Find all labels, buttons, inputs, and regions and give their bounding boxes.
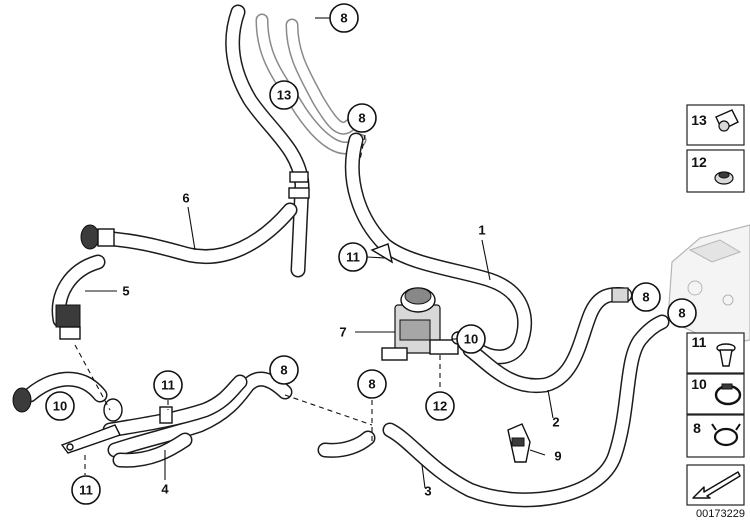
- callout-11-left[interactable]: 11: [338, 242, 368, 272]
- leader-lines: [74, 17, 661, 489]
- ghost-hoses: [255, 13, 367, 155]
- expanding-rivet-icon: [716, 343, 736, 367]
- hose-10-left: [12, 371, 108, 413]
- legend-10[interactable]: 10: [686, 373, 745, 415]
- callout-11-left-label: 11: [346, 250, 360, 265]
- short-hose-lower: [317, 430, 376, 458]
- clip-9: [507, 423, 531, 463]
- legend-11-number: 11: [692, 334, 707, 350]
- legend-8[interactable]: 8: [686, 414, 745, 458]
- legend-13-number: 13: [691, 112, 707, 128]
- hose-clamp-icon: [714, 383, 742, 406]
- part-label-7: 7: [339, 325, 346, 340]
- legend-8-number: 8: [693, 420, 701, 436]
- callout-10-valve[interactable]: 10: [456, 324, 486, 354]
- reference-number: 00173229: [696, 508, 745, 520]
- callout-13-label: 13: [277, 88, 291, 103]
- callout-8-right-b[interactable]: 8: [667, 298, 697, 328]
- callout-11-bottom[interactable]: 11: [71, 475, 101, 505]
- legend-arrow-box: [686, 464, 745, 506]
- arrow-icon: [692, 471, 741, 499]
- callout-10-valve-label: 10: [464, 332, 478, 347]
- callout-10-left[interactable]: 10: [45, 391, 75, 421]
- callout-8-lower-b-label: 8: [368, 377, 375, 392]
- callout-8-mid-label: 8: [358, 111, 365, 126]
- legend-12-number: 12: [691, 154, 707, 170]
- hose-5: [51, 254, 106, 340]
- callout-12-label: 12: [433, 399, 447, 414]
- callout-8-lower-a-label: 8: [280, 363, 287, 378]
- callout-11-low-label: 11: [161, 378, 175, 393]
- hose-4: [60, 371, 293, 468]
- callout-8-lower-b[interactable]: 8: [357, 369, 387, 399]
- hose-6: [80, 202, 298, 264]
- clip-icon: [715, 109, 739, 132]
- callout-11-low[interactable]: 11: [153, 370, 183, 400]
- hose-3: [382, 314, 670, 508]
- spring-clamp-icon: [711, 423, 741, 447]
- callout-8-right-a-label: 8: [642, 290, 649, 305]
- callout-8-top[interactable]: 8: [329, 3, 359, 33]
- callout-12[interactable]: 12: [425, 391, 455, 421]
- legend-10-number: 10: [691, 376, 707, 392]
- legend-12[interactable]: 12: [686, 149, 745, 193]
- callout-8-right-b-label: 8: [678, 306, 685, 321]
- valve-unit: [381, 287, 465, 361]
- callout-8-right-a[interactable]: 8: [631, 282, 661, 312]
- part-label-3: 3: [424, 484, 431, 499]
- callout-8-mid[interactable]: 8: [347, 103, 377, 133]
- part-label-9: 9: [554, 449, 561, 464]
- callout-8-lower-a[interactable]: 8: [269, 355, 299, 385]
- hose-13-vertical: [225, 4, 310, 278]
- part-label-2: 2: [552, 415, 559, 430]
- legend-11[interactable]: 11: [686, 332, 745, 374]
- hose-1: [344, 132, 533, 365]
- callout-11-bottom-label: 11: [79, 483, 93, 498]
- part-label-1: 1: [478, 223, 485, 238]
- part-label-4: 4: [161, 482, 169, 497]
- legend-13[interactable]: 13: [686, 104, 745, 146]
- part-label-6: 6: [182, 191, 189, 206]
- grommet-icon: [714, 171, 734, 185]
- part-label-5: 5: [122, 284, 129, 299]
- callout-8-top-label: 8: [340, 11, 347, 26]
- callout-10-left-label: 10: [53, 399, 67, 414]
- hose-2: [462, 286, 633, 394]
- callout-13[interactable]: 13: [269, 80, 299, 110]
